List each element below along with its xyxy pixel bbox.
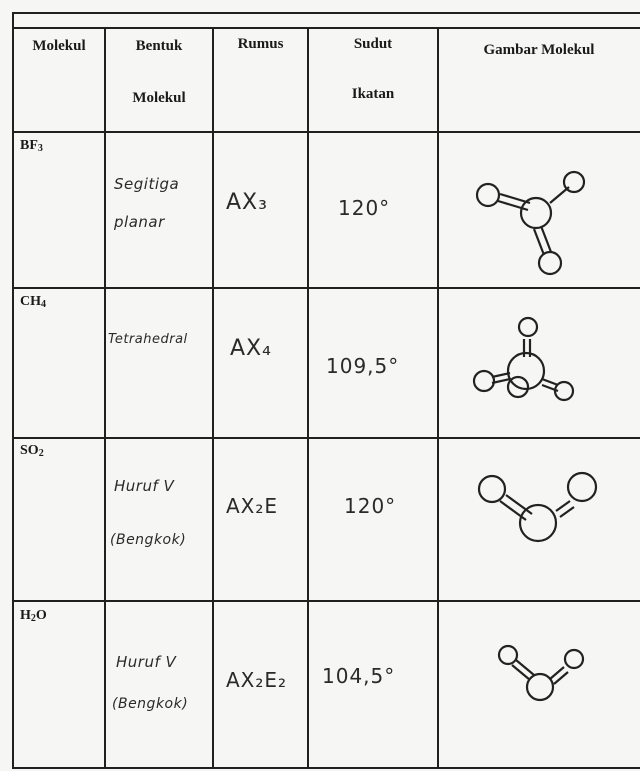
row1-shape-line1: Segitiga bbox=[114, 175, 180, 193]
row3-sudut: 120° bbox=[344, 494, 397, 518]
tetrahedral-molecule-icon bbox=[472, 316, 575, 402]
header-molekul: Molekul bbox=[32, 38, 86, 54]
table-rule-row1-bottom bbox=[12, 287, 640, 289]
table-rule-header-top bbox=[12, 27, 640, 29]
row1-rumus: AX₃ bbox=[226, 190, 268, 215]
row4-shape-line2: (Bengkok) bbox=[112, 696, 189, 712]
row-formula-so2: SO2 bbox=[20, 443, 44, 459]
row3-rumus: AX₂E bbox=[226, 494, 279, 518]
table-rule-header-bottom bbox=[12, 131, 640, 133]
row4-rumus: AX₂E₂ bbox=[226, 668, 288, 692]
row4-shape-line1: Huruf V bbox=[116, 653, 177, 671]
row3-shape-line1: Huruf V bbox=[114, 477, 175, 495]
row4-sudut: 104,5° bbox=[322, 664, 396, 688]
bent-molecule-icon bbox=[477, 471, 598, 543]
table-rule-col3 bbox=[307, 27, 309, 769]
table-border-bottom bbox=[12, 767, 640, 769]
bent-molecule-icon bbox=[497, 644, 585, 702]
row1-shape-line2: planar bbox=[114, 213, 165, 231]
header-sudut-line2: Ikatan bbox=[351, 86, 395, 102]
header-gambar: Gambar Molekul bbox=[483, 42, 595, 58]
table-border-left bbox=[12, 12, 14, 769]
row3-shape-line2: (Bengkok) bbox=[110, 532, 187, 548]
table-rule-col2 bbox=[212, 27, 214, 769]
header-bentuk-line1: Bentuk bbox=[135, 38, 183, 54]
row-formula-bf3: BF3 bbox=[20, 138, 43, 154]
header-rumus: Rumus bbox=[237, 36, 284, 52]
table-rule-col1 bbox=[104, 27, 106, 769]
table-rule-col4 bbox=[437, 27, 439, 769]
table-border-top bbox=[12, 12, 640, 14]
table-rule-row3-bottom bbox=[12, 600, 640, 602]
header-bentuk-line2: Molekul bbox=[132, 90, 186, 106]
row1-sudut: 120° bbox=[338, 196, 391, 220]
trigonal-planar-molecule-icon bbox=[475, 170, 586, 276]
row2-rumus: AX₄ bbox=[230, 336, 272, 361]
row-formula-h2o: H2O bbox=[20, 608, 47, 624]
row2-sudut: 109,5° bbox=[326, 354, 400, 378]
row-formula-ch4: CH4 bbox=[20, 294, 46, 310]
table-rule-row2-bottom bbox=[12, 437, 640, 439]
row2-shape-line1: Tetrahedral bbox=[108, 332, 188, 347]
header-sudut-line1: Sudut bbox=[353, 36, 393, 52]
